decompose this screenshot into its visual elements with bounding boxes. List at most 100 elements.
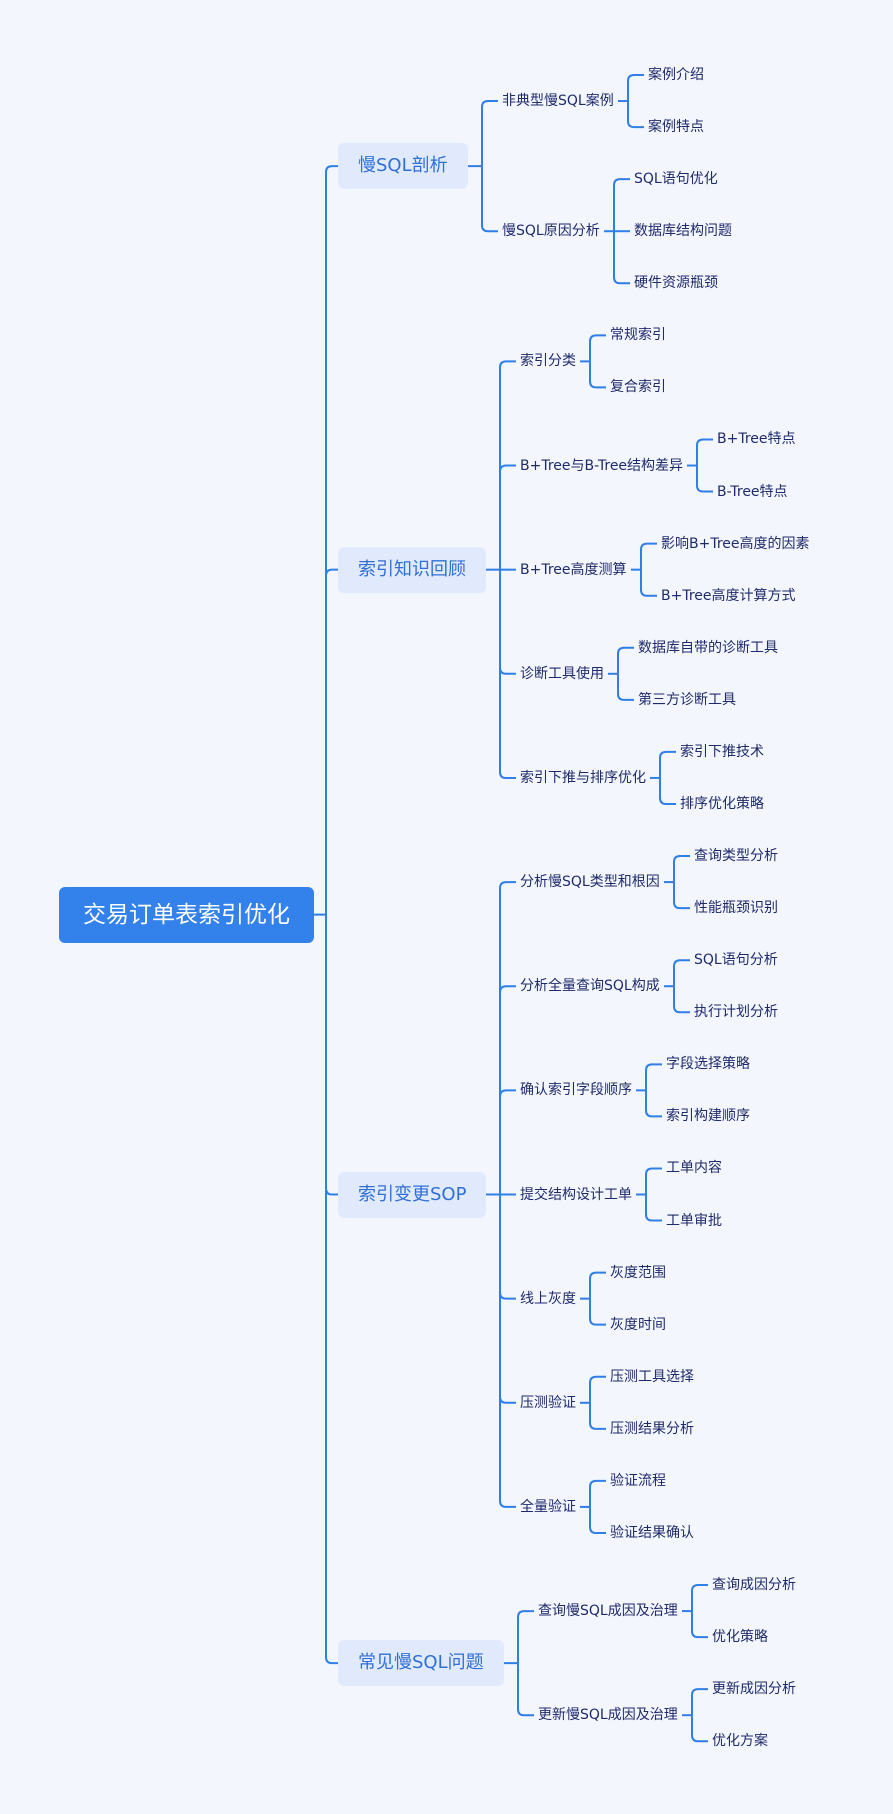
topic-node[interactable]: 线上灰度 <box>520 1290 576 1307</box>
leaf-node[interactable]: B-Tree特点 <box>717 483 788 500</box>
connector <box>673 959 690 987</box>
topic-node[interactable]: 确认索引字段顺序 <box>520 1082 632 1099</box>
topic-node[interactable]: 提交结构设计工单 <box>520 1186 632 1203</box>
leaf-node[interactable]: 常规索引 <box>610 327 666 344</box>
leaf-node[interactable]: 数据库自带的诊断工具 <box>638 639 778 656</box>
topic-node[interactable]: 压测验证 <box>520 1394 576 1411</box>
topic-node[interactable]: 慢SQL原因分析 <box>502 223 600 240</box>
connector <box>589 1375 606 1403</box>
leaf-node[interactable]: 工单内容 <box>666 1160 722 1177</box>
connector <box>617 673 634 701</box>
leaf-node[interactable]: 查询成因分析 <box>712 1577 796 1594</box>
connector <box>499 464 516 570</box>
connector <box>645 1063 662 1091</box>
connector <box>589 1271 606 1299</box>
connector <box>613 178 630 232</box>
leaf-node[interactable]: 影响B+Tree高度的因素 <box>661 535 810 552</box>
leaf-node[interactable]: 索引下推技术 <box>680 743 764 760</box>
topic-node[interactable]: 全量验证 <box>520 1498 576 1515</box>
leaf-node[interactable]: 灰度范围 <box>610 1264 666 1281</box>
connector <box>640 569 657 597</box>
leaf-node[interactable]: 优化策略 <box>712 1629 768 1646</box>
connector <box>645 1090 662 1118</box>
connector <box>325 914 338 1196</box>
leaf-node[interactable]: 案例特点 <box>648 119 704 136</box>
branch-node[interactable]: 常见慢SQL问题 <box>338 1640 504 1687</box>
connector <box>640 542 657 570</box>
connector <box>645 1194 662 1222</box>
leaf-node[interactable]: 优化方案 <box>712 1733 768 1750</box>
connector <box>499 881 516 1195</box>
connector <box>673 855 690 883</box>
leaf-node[interactable]: 验证流程 <box>610 1472 666 1489</box>
branch-node[interactable]: 索引知识回顾 <box>338 546 486 593</box>
topic-node[interactable]: B+Tree与B-Tree结构差异 <box>520 457 684 474</box>
connector <box>617 646 634 674</box>
connector <box>691 1715 708 1743</box>
connector <box>499 1194 516 1300</box>
leaf-node[interactable]: SQL语句优化 <box>634 171 718 188</box>
topic-node[interactable]: 分析全量查询SQL构成 <box>520 978 660 995</box>
connector <box>325 568 338 915</box>
connector <box>481 166 498 233</box>
topic-node[interactable]: 查询慢SQL成因及治理 <box>538 1603 678 1620</box>
topic-node[interactable]: 索引下推与排序优化 <box>520 769 646 786</box>
connector <box>589 1506 606 1534</box>
connector <box>517 1663 534 1717</box>
connector <box>499 569 516 675</box>
connector <box>696 438 713 466</box>
leaf-node[interactable]: 索引构建顺序 <box>666 1108 750 1125</box>
leaf-node[interactable]: 案例介绍 <box>648 67 704 83</box>
connector <box>691 1611 708 1639</box>
connector <box>589 1402 606 1430</box>
connector <box>499 1089 516 1195</box>
topic-node[interactable]: 诊断工具使用 <box>520 665 604 682</box>
leaf-node[interactable]: 压测工具选择 <box>610 1368 694 1385</box>
leaf-node[interactable]: 排序优化策略 <box>680 795 764 812</box>
leaf-node[interactable]: 查询类型分析 <box>694 848 778 865</box>
leaf-node[interactable]: SQL语句分析 <box>694 952 778 969</box>
leaf-node[interactable]: 字段选择策略 <box>666 1056 750 1073</box>
connector <box>589 1479 606 1507</box>
connector <box>696 465 713 493</box>
connector <box>499 985 516 1195</box>
leaf-node[interactable]: 复合索引 <box>610 379 666 396</box>
root-node[interactable]: 交易订单表索引优化 <box>59 886 314 943</box>
connector <box>589 334 606 362</box>
connector <box>627 74 644 102</box>
connector <box>691 1688 708 1716</box>
connector <box>673 986 690 1014</box>
connector <box>627 101 644 129</box>
connector <box>325 914 338 1665</box>
topic-node[interactable]: B+Tree高度测算 <box>520 561 627 578</box>
leaf-node[interactable]: 数据库结构问题 <box>634 223 732 240</box>
leaf-node[interactable]: 灰度时间 <box>610 1316 666 1333</box>
leaf-node[interactable]: 更新成因分析 <box>712 1681 796 1698</box>
connector <box>589 361 606 389</box>
branch-node[interactable]: 索引变更SOP <box>338 1171 487 1218</box>
topic-node[interactable]: 非典型慢SQL案例 <box>502 93 614 110</box>
branch-node[interactable]: 慢SQL剖析 <box>338 143 468 190</box>
connector <box>481 100 498 167</box>
topic-node[interactable]: 索引分类 <box>520 353 576 370</box>
leaf-node[interactable]: B+Tree特点 <box>717 431 796 448</box>
connector <box>645 1167 662 1195</box>
leaf-node[interactable]: 性能瓶颈识别 <box>694 900 778 917</box>
leaf-node[interactable]: 第三方诊断工具 <box>638 691 736 708</box>
leaf-node[interactable]: 压测结果分析 <box>610 1420 694 1437</box>
connector <box>589 1298 606 1326</box>
connector <box>659 777 676 805</box>
topic-node[interactable]: 更新慢SQL成因及治理 <box>538 1707 678 1724</box>
connector <box>499 569 516 779</box>
leaf-node[interactable]: 验证结果确认 <box>610 1524 694 1541</box>
leaf-node[interactable]: 工单审批 <box>666 1212 722 1229</box>
connector <box>499 1194 516 1508</box>
leaf-node[interactable]: 执行计划分析 <box>694 1004 778 1021</box>
connector <box>325 165 338 915</box>
topic-node[interactable]: 分析慢SQL类型和根因 <box>520 874 660 891</box>
connector <box>517 1610 534 1664</box>
leaf-node[interactable]: 硬件资源瓶颈 <box>634 275 718 292</box>
connector <box>499 360 516 570</box>
connector <box>659 750 676 778</box>
leaf-node[interactable]: B+Tree高度计算方式 <box>661 587 796 604</box>
